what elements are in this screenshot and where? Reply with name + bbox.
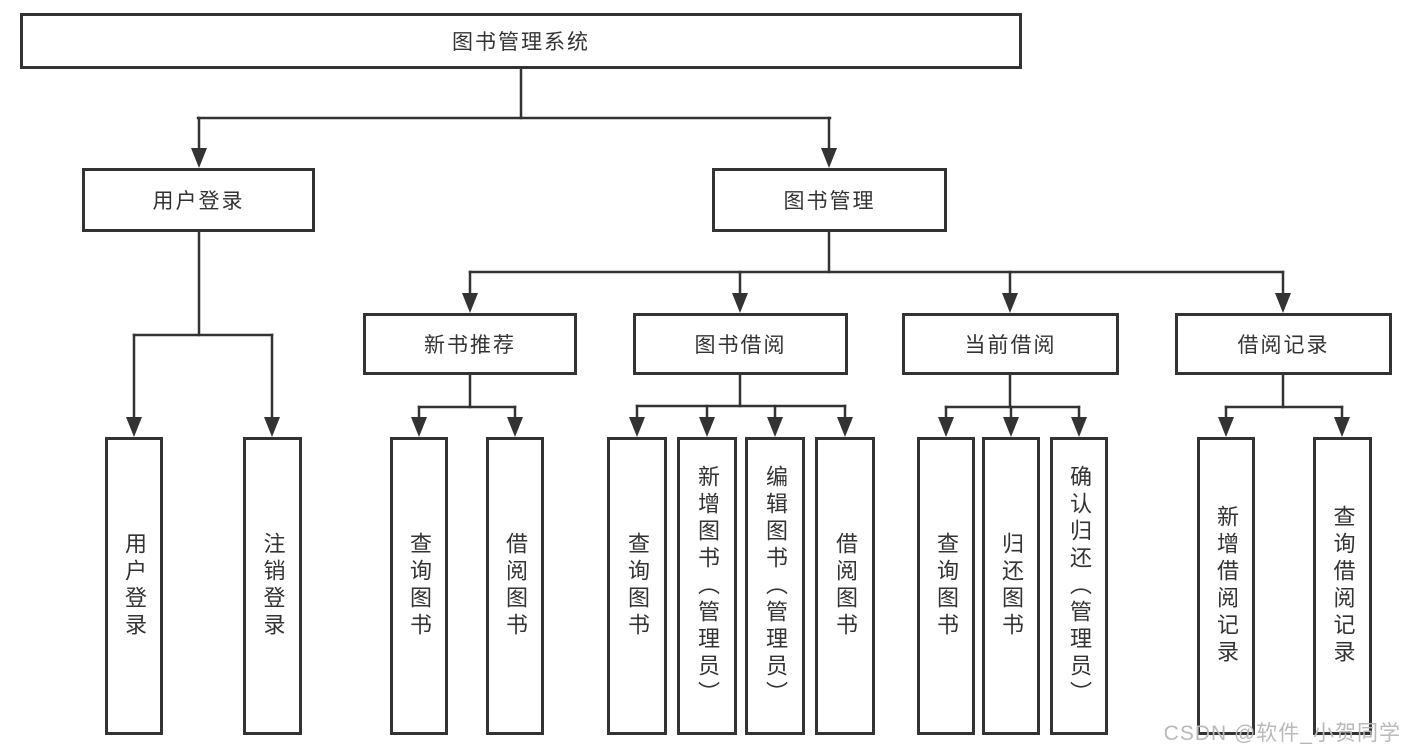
- node-book-management: 图书管理: [712, 168, 947, 232]
- leaf-nbr-borrow-books: 借阅图书: [486, 437, 544, 735]
- node-label: 用户登录: [122, 532, 147, 640]
- leaf-bb-add-books-admin: 新增图书（管理员）: [677, 437, 737, 735]
- node-label: 新书推荐: [424, 334, 516, 357]
- leaf-user-login: 用户登录: [105, 437, 163, 735]
- node-label: 查询图书: [934, 532, 959, 640]
- node-root: 图书管理系统: [20, 13, 1022, 69]
- leaf-bb-query-books: 查询图书: [607, 437, 667, 735]
- node-label: 借阅记录: [1237, 334, 1330, 357]
- node-label: 查询图书: [625, 532, 650, 640]
- leaf-cb-confirm-return-admin: 确认归还（管理员）: [1050, 437, 1108, 735]
- node-label: 查询借阅记录: [1330, 505, 1356, 667]
- node-label: 图书管理: [783, 190, 876, 213]
- node-new-book-recommend: 新书推荐: [363, 313, 577, 375]
- node-label: 归还图书: [999, 532, 1024, 640]
- leaf-br-add-record: 新增借阅记录: [1197, 437, 1255, 735]
- node-label: 借阅图书: [503, 532, 528, 640]
- node-label: 编辑图书（管理员）: [763, 464, 788, 708]
- node-label: 图书管理系统: [452, 31, 590, 54]
- node-label: 确认归还（管理员）: [1067, 464, 1092, 708]
- node-label: 当前借阅: [964, 334, 1057, 357]
- node-label: 借阅图书: [833, 532, 858, 640]
- leaf-cb-query-books: 查询图书: [917, 437, 975, 735]
- node-label: 新增图书（管理员）: [695, 464, 720, 708]
- leaf-nbr-query-books: 查询图书: [390, 437, 448, 735]
- node-label: 查询图书: [407, 532, 432, 640]
- leaf-bb-borrow-books: 借阅图书: [815, 437, 875, 735]
- node-book-borrow: 图书借阅: [633, 313, 848, 375]
- node-borrow-records: 借阅记录: [1175, 313, 1392, 375]
- leaf-br-query-record: 查询借阅记录: [1313, 437, 1372, 735]
- node-label: 新增借阅记录: [1214, 505, 1239, 667]
- node-label: 图书借阅: [694, 334, 787, 357]
- leaf-bb-edit-books-admin: 编辑图书（管理员）: [745, 437, 805, 735]
- node-current-borrow: 当前借阅: [902, 313, 1119, 375]
- leaf-logout: 注销登录: [243, 437, 302, 735]
- leaf-cb-return-books: 归还图书: [982, 437, 1040, 735]
- node-label: 注销登录: [260, 532, 286, 640]
- node-label: 用户登录: [152, 190, 245, 213]
- node-user-login: 用户登录: [82, 168, 315, 232]
- csdn-watermark: CSDN @软件_小贺同学: [1163, 722, 1401, 745]
